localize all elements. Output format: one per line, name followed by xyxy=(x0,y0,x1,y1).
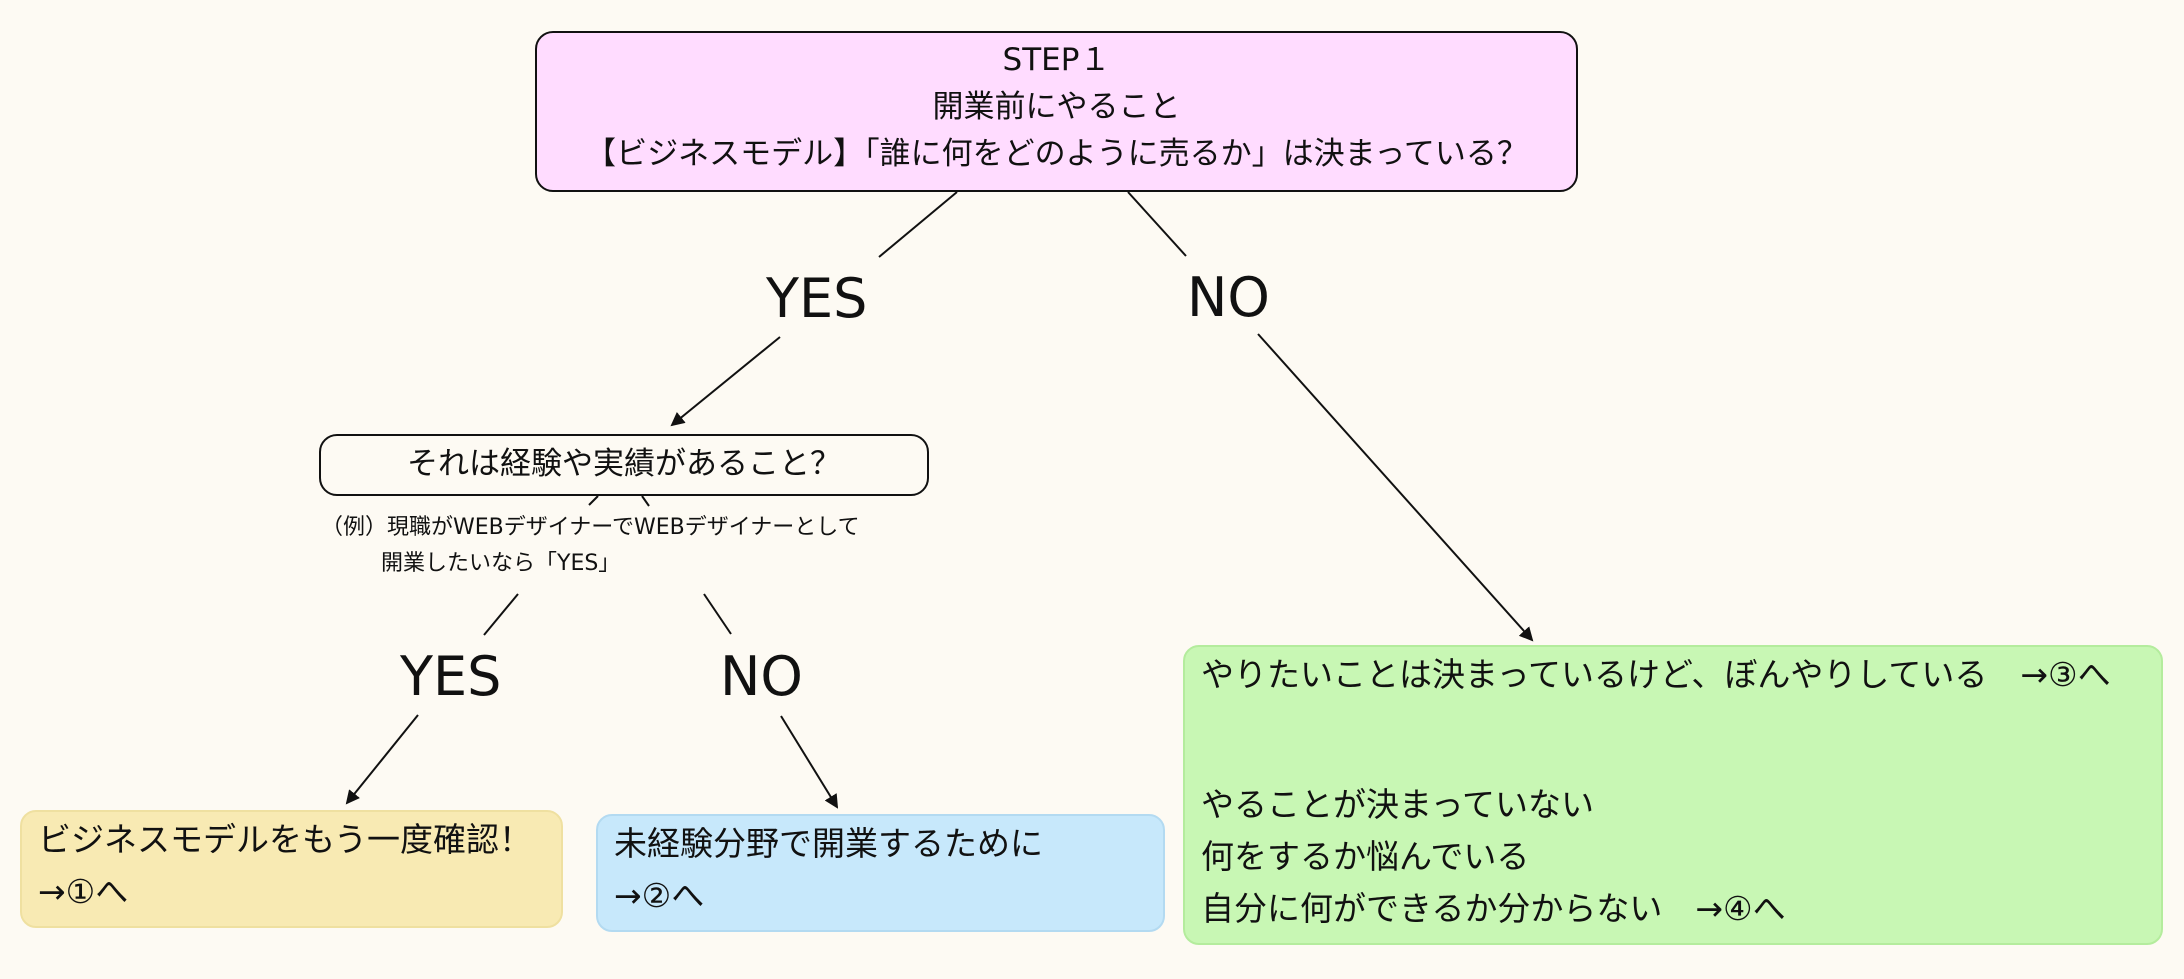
step1-title: STEP１ xyxy=(1002,42,1111,78)
result-undecided: やりたいことは決まっているけど、ぼんやりしている →③へ やることが決まっていな… xyxy=(1183,645,2163,945)
result-new-field: 未経験分野で開業するために →②へ xyxy=(596,814,1165,932)
experience-question: それは経験や実績があること？ xyxy=(407,446,841,482)
example-note-line2: 開業したいなら「YES」 xyxy=(381,551,621,576)
connector-q2-to-yes xyxy=(483,593,519,636)
step1-question: 【ビジネスモデル】「誰に何をどのように売るか」は決まっている？ xyxy=(585,136,1528,172)
connector-q2-to-no xyxy=(703,593,732,635)
yes-label-2: YES xyxy=(400,645,502,708)
result-undecided-line1: やりたいことは決まっているけど、ぼんやりしている →③へ xyxy=(1201,655,2111,694)
step1-subtitle: 開業前にやること xyxy=(932,89,1181,125)
connector-no-to-green xyxy=(1257,333,1534,642)
connector-q2-tick-right xyxy=(641,495,650,507)
example-note: （例）現職がWEBデザイナーでWEBデザイナーとして 開業したいなら「YES」 xyxy=(321,510,860,582)
connector-no2-to-blue xyxy=(780,715,839,809)
result-undecided-line2: やることが決まっていない xyxy=(1201,785,1595,824)
yes-label-1: YES xyxy=(766,267,868,330)
result-confirm-model: ビジネスモデルをもう一度確認！ →①へ xyxy=(20,810,563,928)
result-confirm-line1: ビジネスモデルをもう一度確認！ xyxy=(38,820,533,859)
result-confirm-line2: →①へ xyxy=(38,872,129,911)
spacer xyxy=(1201,701,2161,779)
example-note-line1: （例）現職がWEBデザイナーでWEBデザイナーとして xyxy=(321,515,860,540)
connector-step-to-yes xyxy=(878,191,958,258)
step1-question-box: STEP１ 開業前にやること 【ビジネスモデル】「誰に何をどのように売るか」は決… xyxy=(535,31,1578,192)
result-undecided-line3: 何をするか悩んでいる xyxy=(1201,837,1530,876)
connector-yes-to-question2 xyxy=(670,336,781,427)
result-new-field-line2: →②へ xyxy=(614,876,705,915)
connector-step-to-no xyxy=(1127,191,1187,257)
result-undecided-line4: 自分に何ができるか分からない →④へ xyxy=(1201,889,1786,928)
no-label-2: NO xyxy=(720,645,803,708)
no-label-1: NO xyxy=(1187,266,1270,329)
result-new-field-line1: 未経験分野で開業するために xyxy=(614,824,1043,863)
connector-q2-tick-left xyxy=(588,495,599,506)
connector-yes2-to-yellow xyxy=(345,714,419,805)
experience-question-box: それは経験や実績があること？ xyxy=(319,434,929,496)
